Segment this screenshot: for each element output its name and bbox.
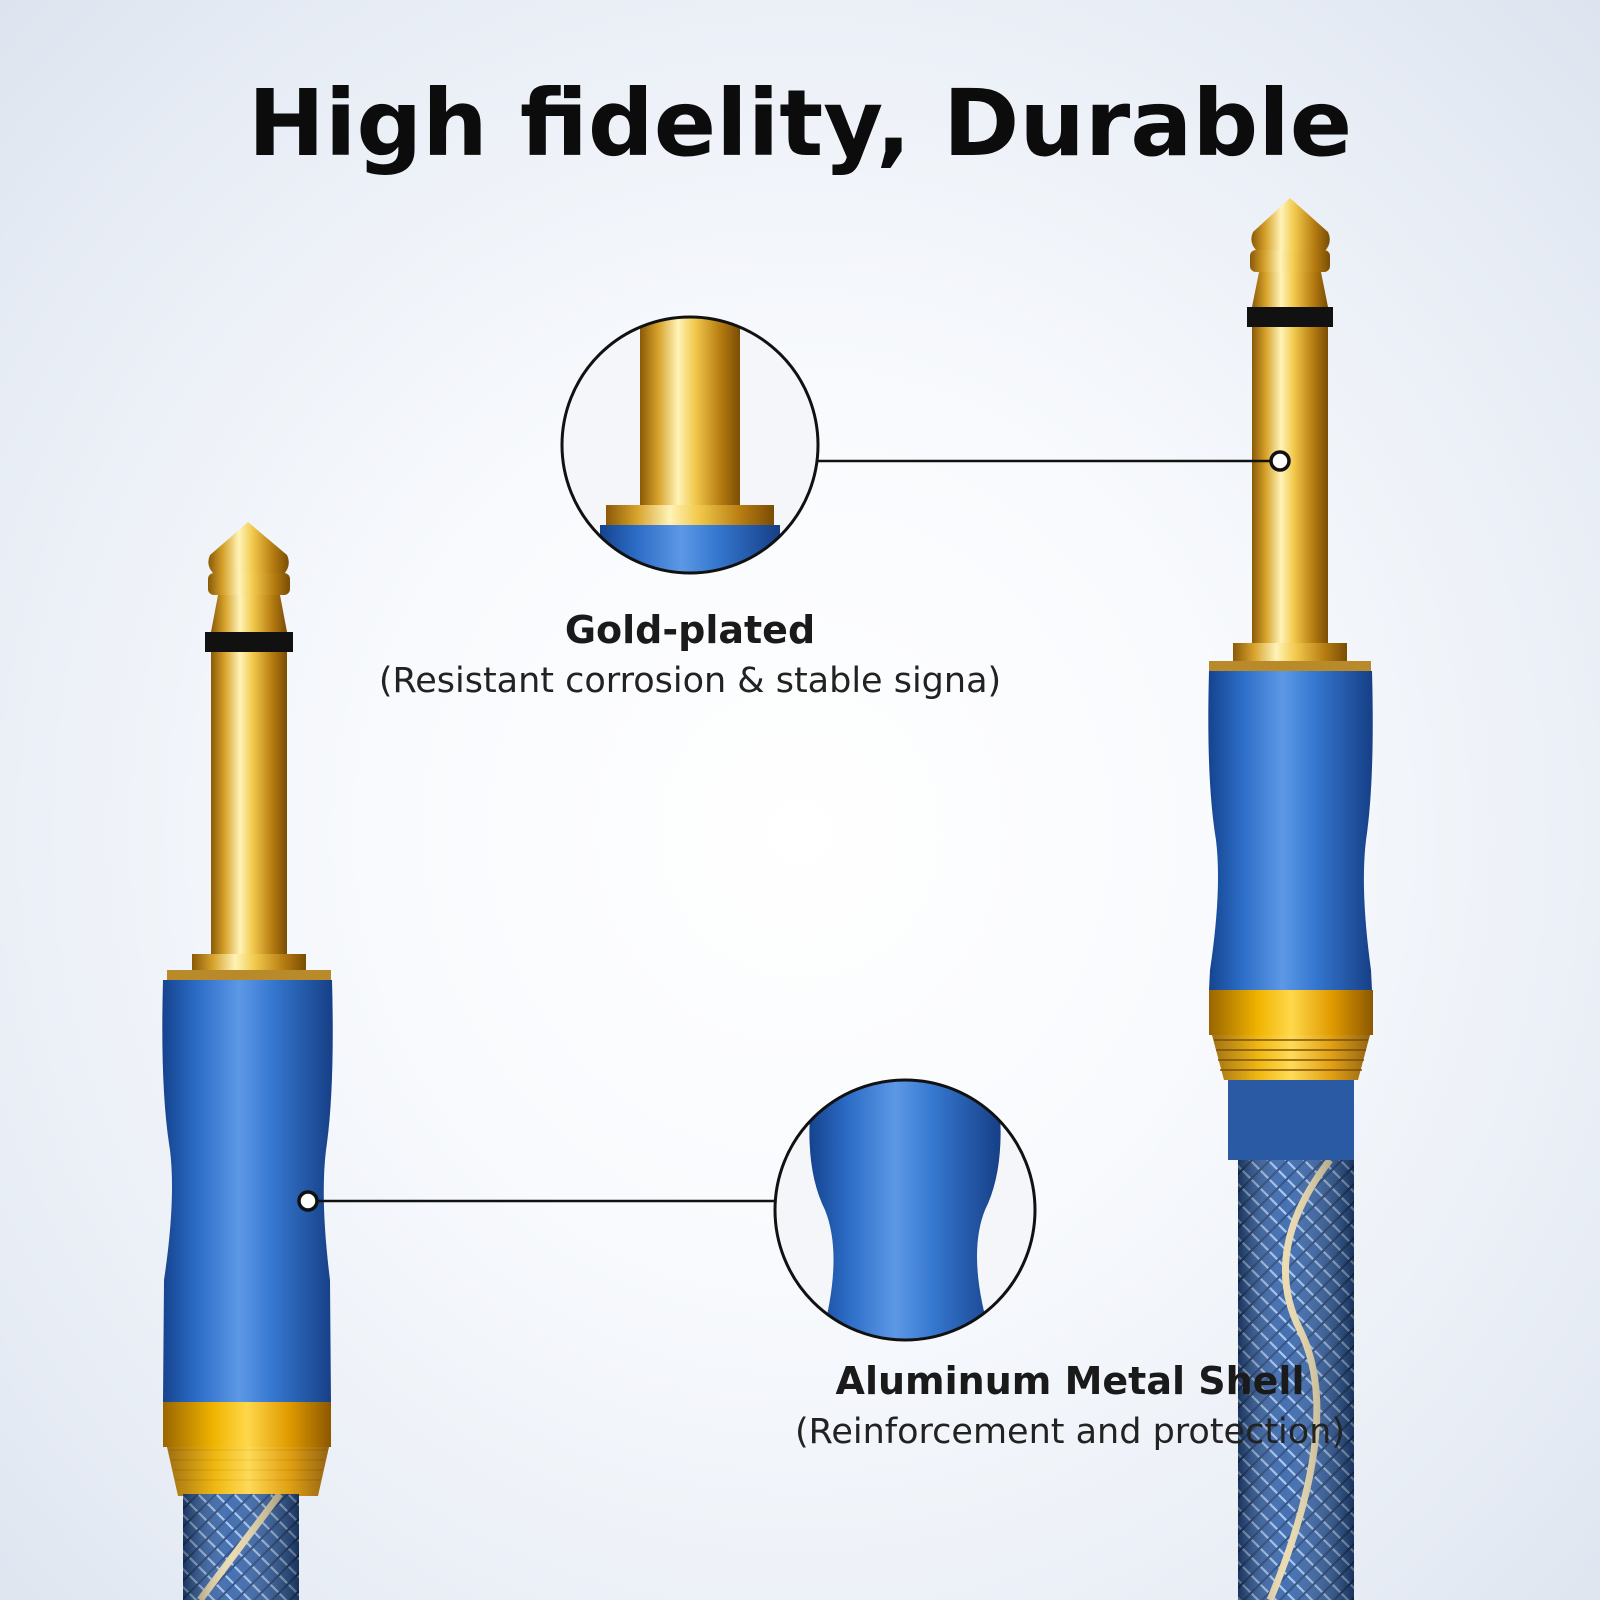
aluminum-shell-label: Aluminum Metal Shell (Reinforcement and …	[560, 1357, 1580, 1459]
page-title: High fidelity, Durable	[247, 70, 1353, 177]
gold-plated-description: (Resistant corrosion & stable signa)	[378, 661, 1002, 701]
aluminum-shell-zoom	[773, 1078, 1037, 1342]
left-jack-plug	[162, 522, 333, 1600]
gold-plated-heading: Gold-plated	[564, 608, 816, 652]
gold-plated-zoom	[560, 315, 820, 575]
shell-leader-line	[297, 1190, 775, 1212]
aluminum-shell-description: (Reinforcement and protection)	[794, 1412, 1346, 1452]
gold-leader-line	[818, 450, 1291, 472]
right-jack-plug	[1208, 198, 1373, 1600]
aluminum-shell-heading: Aluminum Metal Shell	[835, 1359, 1305, 1403]
gold-plated-label: Gold-plated (Resistant corrosion & stabl…	[330, 606, 1050, 708]
